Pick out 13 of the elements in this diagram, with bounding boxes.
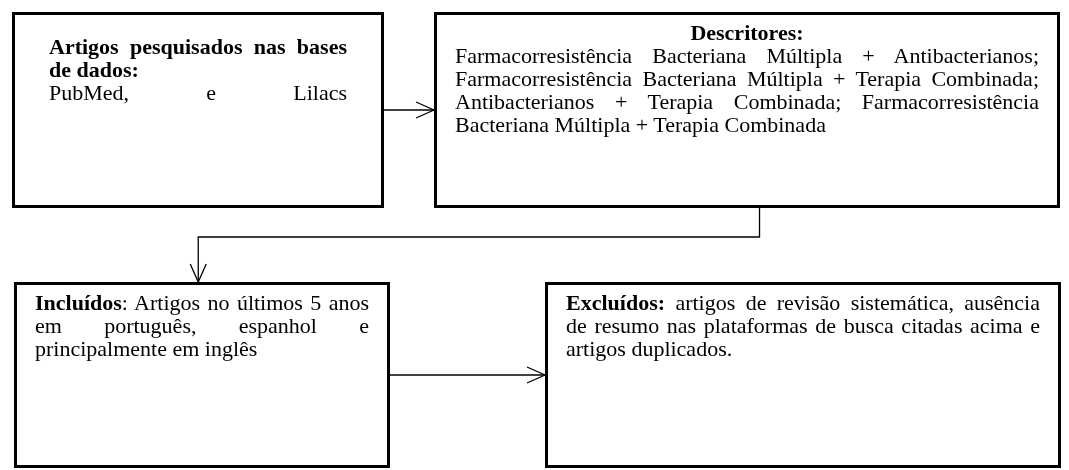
process-box [434,12,1060,208]
arrow [389,366,546,384]
process-box [14,282,390,468]
process-box [545,282,1061,468]
box-text: Incluídos: Artigos no últimos 5 anos em português, espanhol e principalmente em inglês [35,291,369,360]
box-heading: Artigos pesquisados nas bases de dados: [49,35,347,81]
box-text: Farmacorresistência Bacteriana Múltipla + Antibacterianos; Farmacorresistência Bacteriana Múltipla + Terapia Combinada; Antibacterianos + Terapia Combinada; Farmacorresistência Bacteriana Múltipla + Terapia Combinada [455,44,1039,136]
box-text: PubMed, e Lilacs [49,81,347,104]
box-heading: Descritores: [689,21,805,44]
arrow [383,101,435,119]
arrow [189,207,761,283]
box-text: Excluídos: artigos de revisão sistemática, ausência de resumo nas plataformas de busca citadas acima e artigos duplicados. [566,291,1040,360]
process-box [12,12,384,208]
